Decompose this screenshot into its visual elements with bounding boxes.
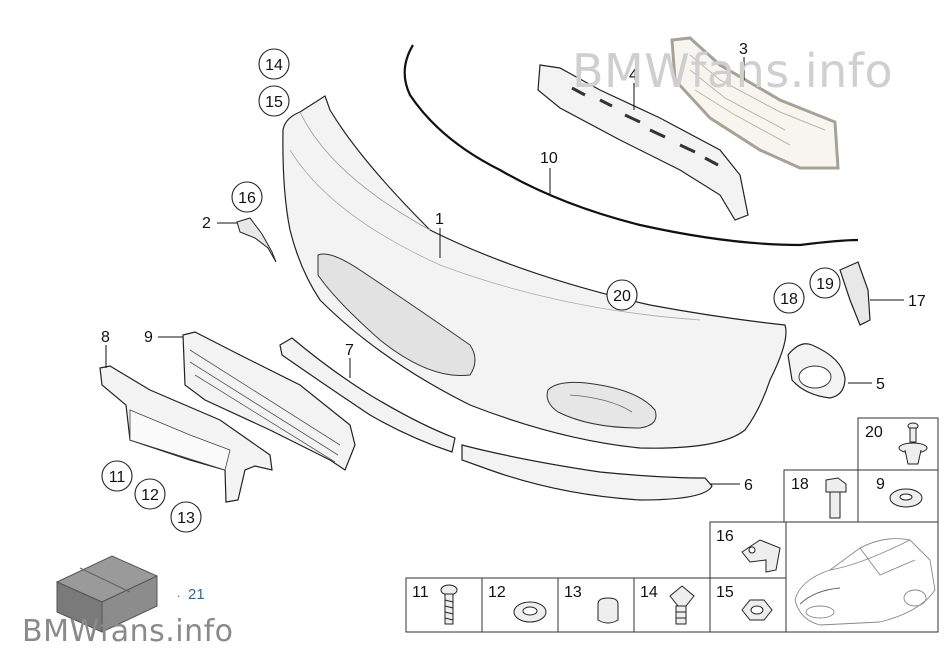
circle-14 — [258, 48, 290, 80]
callout-6: 6 — [744, 477, 753, 494]
circle-16 — [231, 181, 263, 213]
package-box — [55, 555, 159, 633]
circle-14-label: 14 — [265, 57, 283, 74]
callout-8: 8 — [101, 329, 110, 346]
thumb-13-label: 13 — [564, 584, 582, 601]
callout-4: 4 — [629, 67, 638, 84]
upper-grille — [670, 36, 840, 170]
thumb-14-label: 14 — [640, 584, 658, 601]
circle-11-label: 11 — [109, 469, 126, 486]
license-plate-frame — [99, 365, 273, 503]
fog-lamp-opening — [546, 381, 657, 429]
trim-strip-lower — [461, 444, 713, 501]
circle-19-label: 19 — [816, 276, 834, 293]
circle-18 — [773, 282, 805, 314]
thumb-18-label: 18 — [791, 476, 809, 493]
thumb-11-label: 11 — [412, 584, 429, 601]
flat-washer-part — [889, 488, 923, 508]
bumper-support-bracket — [537, 64, 749, 221]
lower-grille-opening — [317, 253, 476, 377]
callout-17: 17 — [908, 293, 926, 310]
callout-9: 9 — [144, 329, 153, 346]
thumb-12-label: 12 — [488, 584, 506, 601]
circle-15-label: 15 — [265, 94, 283, 111]
circle-13 — [170, 501, 202, 533]
callout-7: 7 — [345, 342, 354, 359]
circle-20 — [606, 279, 638, 311]
callout-1: 1 — [435, 211, 444, 228]
lower-grille-insert — [182, 331, 356, 471]
dot-separator: . — [177, 586, 180, 600]
circle-18-label: 18 — [780, 291, 798, 308]
thumb-20-label: 20 — [865, 424, 883, 441]
bolt-part — [825, 477, 847, 519]
circle-12-label: 12 — [141, 487, 159, 504]
trim-strip-upper — [279, 337, 456, 453]
callout-2: 2 — [202, 215, 211, 232]
side-bracket — [839, 261, 871, 326]
bracket-part — [741, 539, 781, 573]
circle-13-label: 13 — [177, 510, 195, 527]
push-clip-part — [669, 585, 695, 625]
circle-12 — [134, 478, 166, 510]
circle-11 — [101, 460, 133, 492]
expanding-rivet-part — [898, 422, 928, 465]
hood-outline — [403, 44, 859, 247]
circle-15 — [258, 85, 290, 117]
thumbnail-grid — [405, 417, 939, 633]
callout-5: 5 — [876, 376, 885, 393]
callout-3: 3 — [739, 41, 748, 58]
circle-16-label: 16 — [238, 190, 256, 207]
side-marker-plug — [236, 217, 277, 263]
thumb-9-label: 9 — [876, 476, 885, 493]
thumb-15-label: 15 — [716, 584, 734, 601]
washer-part — [513, 601, 547, 623]
car-location-sketch — [794, 538, 936, 626]
plug-cap-part — [597, 597, 619, 624]
bumper-cover — [282, 95, 787, 449]
circle-20-label: 20 — [613, 288, 631, 305]
hex-nut-part — [741, 599, 773, 621]
callout-21: 21 — [188, 586, 205, 603]
screw-part — [440, 584, 458, 625]
thumb-16-label: 16 — [716, 528, 734, 545]
circle-19 — [809, 267, 841, 299]
callout-10: 10 — [540, 150, 558, 167]
